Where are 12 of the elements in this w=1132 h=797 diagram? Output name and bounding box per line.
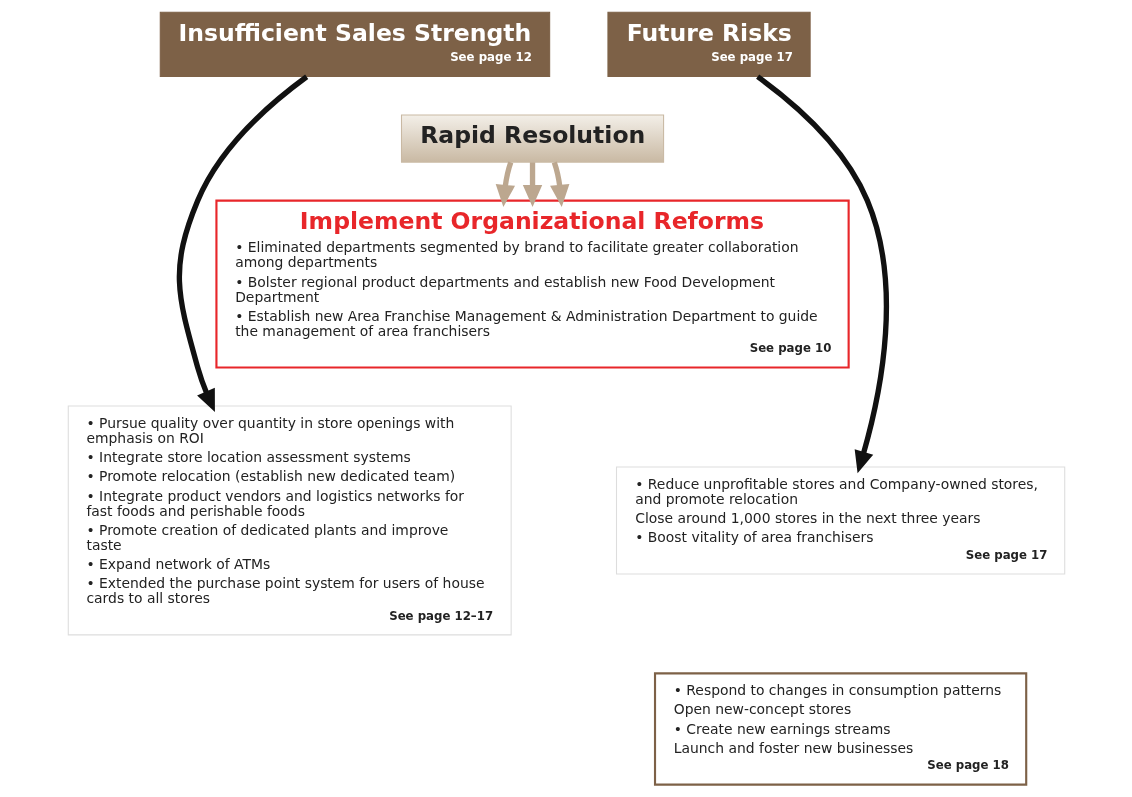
node-box: Future Risks See page 17 (606, 11, 811, 78)
arrow (176, 74, 308, 412)
node-box: Insufficient Sales Strength See page 12 (159, 11, 550, 78)
arrow (522, 162, 542, 208)
arrow (755, 74, 889, 474)
arrow (495, 161, 515, 208)
node-box: • Reduce unprofitable stores and Company-owned stores, and promote relocation Close around 1,000 stores in the next three years • Boost vitality of area franchisers See page 17 (615, 466, 1065, 575)
node-box: • Pursue quality over quantity in store openings with emphasis on ROI • Integrate store location assessment systems • Promote relocation (establish new dedicated team) • Integrate product vendors and logistics networks for fast foods and perishable foods • Promote creation of dedicated plants and improve taste • Expand network of ATMs • Extended the purchase point system for users of house cards to all stores See page 12–17 (67, 405, 512, 636)
arrow (549, 161, 569, 208)
node-box: Rapid Resolution (400, 114, 664, 163)
node-box: Implement Organizational Reforms • Eliminated departments segmented by brand to facilitate greater collaboration among departments • Bolster regional product departments and establish new Food Development Department • Establish new Area Franchise Management & Administration Department to guide the management of area franchisers See page 10 (214, 199, 850, 369)
node-box: • Respond to changes in consumption patterns Open new-concept stores • Create new earnings streams Launch and foster new businesses See page 18 (653, 672, 1027, 786)
